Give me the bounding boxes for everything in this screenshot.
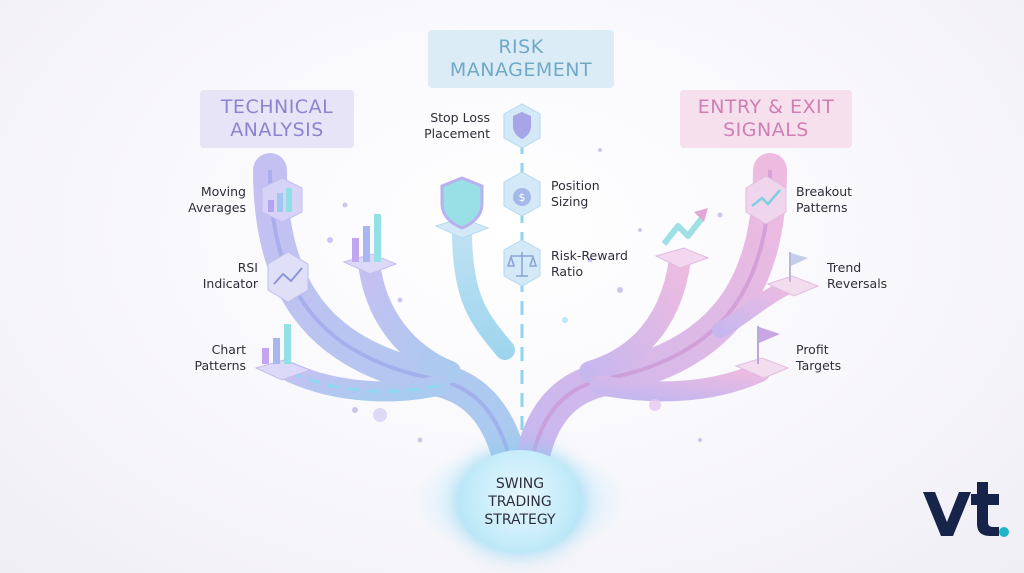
risk-management-label: RISK MANAGEMENT [449, 36, 593, 81]
shield-icon [440, 176, 484, 230]
arrow-up-icon [661, 208, 708, 246]
risk-reward-label: Risk-Reward Ratio [551, 248, 628, 279]
dollar-bag-icon: $ [513, 188, 531, 206]
arrow-node [654, 208, 710, 269]
technical-analysis-label: TECHNICAL ANALYSIS [220, 96, 334, 141]
bar-node-mid [342, 214, 398, 275]
rsi-indicator-label: RSI Indicator [202, 260, 258, 291]
shield-icon [513, 112, 531, 139]
vt-logo [923, 482, 1009, 537]
rsi-node [267, 251, 309, 303]
chart-patterns-node [254, 324, 312, 381]
breakout-node [745, 175, 787, 225]
position-sizing-node: $ [503, 171, 541, 217]
moving-averages-label: Moving Averages [188, 184, 246, 215]
trend-reversals-label: Trend Reversals [827, 260, 888, 291]
stop-loss-label: Stop Loss Placement [424, 110, 490, 141]
flag-icon [757, 326, 780, 364]
flag-icon [789, 252, 808, 282]
entry-exit-signals-header: ENTRY & EXIT SIGNALS [680, 90, 852, 148]
trend-line-icon [273, 267, 303, 285]
technical-analysis-header: TECHNICAL ANALYSIS [200, 90, 354, 148]
moving-averages-node [261, 177, 303, 223]
breakout-patterns-label: Breakout Patterns [796, 184, 853, 215]
trend-line-icon [751, 189, 781, 207]
technical-branch [253, 153, 527, 477]
scales-icon [506, 252, 538, 277]
bar-chart-icon [262, 324, 291, 364]
bar-chart-icon [352, 214, 381, 262]
trend-reversals-node [766, 252, 820, 297]
profit-targets-node [734, 326, 790, 379]
risk-reward-node [503, 239, 541, 287]
stop-loss-node [503, 103, 541, 149]
decorative-dots [308, 148, 723, 443]
risk-management-header: RISK MANAGEMENT [428, 30, 614, 88]
bar-chart-icon [268, 188, 292, 212]
swing-trading-strategy-hub: SWING TRADING STRATEGY [458, 450, 582, 554]
entry-exit-signals-label: ENTRY & EXIT SIGNALS [697, 96, 835, 141]
swing-trading-strategy-label: SWING TRADING STRATEGY [484, 476, 556, 528]
profit-targets-label: Profit Targets [796, 342, 842, 373]
chart-patterns-label: Chart Patterns [194, 342, 246, 373]
svg-text:$: $ [519, 191, 526, 204]
position-sizing-label: Position Sizing [551, 178, 600, 209]
shield-node [434, 176, 490, 239]
